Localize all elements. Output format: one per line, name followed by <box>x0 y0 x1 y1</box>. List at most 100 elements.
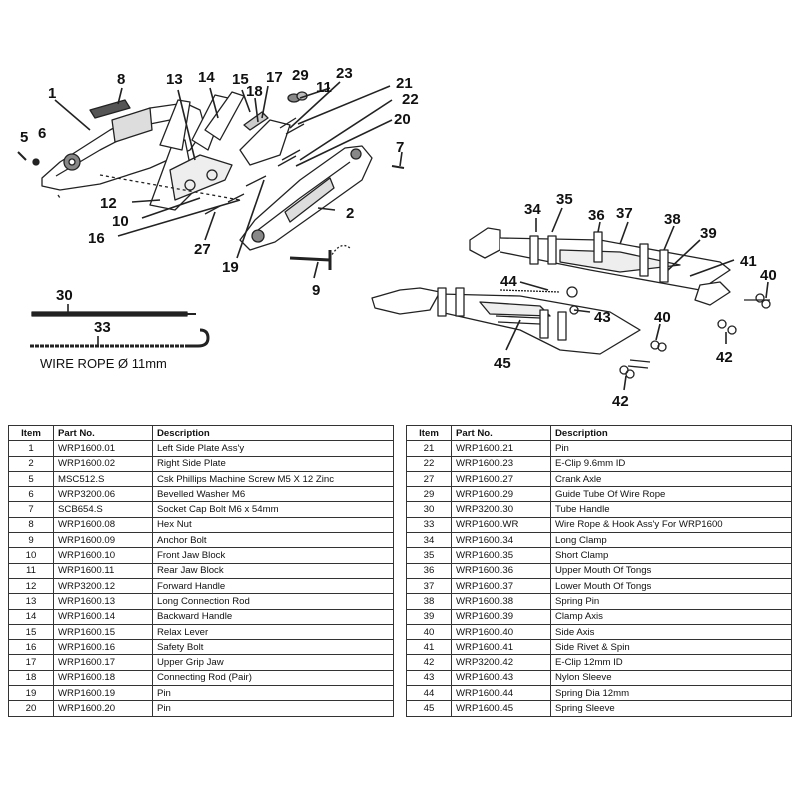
cell-part-no: WRP1600.37 <box>451 577 551 595</box>
cell-item: 11 <box>8 562 54 579</box>
cell-description: Right Side Plate <box>152 455 394 472</box>
screw-bolt-small <box>17 151 40 166</box>
callout-43: 43 <box>594 309 611 326</box>
cell-description: Side Rivet & Spin <box>550 639 792 656</box>
cell-item: 44 <box>406 685 452 702</box>
callout-23: 23 <box>336 65 353 82</box>
cell-item: 9 <box>8 532 54 549</box>
cell-item: 12 <box>8 577 54 595</box>
cell-part-no: WRP1600.02 <box>53 455 153 472</box>
cell-part-no: WRP1600.38 <box>451 593 551 610</box>
cell-part-no: WRP1600.16 <box>53 639 153 656</box>
cell-item: 43 <box>406 669 452 687</box>
callout-12: 12 <box>100 195 117 212</box>
cell-description: Safety Bolt <box>152 639 394 656</box>
cell-part-no: MSC512.S <box>53 470 153 488</box>
header-description: Description <box>550 424 792 442</box>
cell-part-no: WRP3200.30 <box>451 501 551 518</box>
callout-9: 9 <box>312 282 320 299</box>
cell-description: Hex Nut <box>152 516 394 534</box>
callout-5: 5 <box>20 129 28 146</box>
header-description: Description <box>152 424 394 442</box>
callout-41: 41 <box>740 253 757 270</box>
cell-part-no: WRP1600.23 <box>451 455 551 472</box>
callout-45: 45 <box>494 355 511 372</box>
callout-21: 21 <box>396 75 413 92</box>
cell-description: Forward Handle <box>152 577 394 595</box>
cell-item: 39 <box>406 608 452 625</box>
cell-item: 41 <box>406 639 452 656</box>
cell-part-no: WRP1600.10 <box>53 547 153 564</box>
header-item: Item <box>406 424 452 442</box>
cell-part-no: WRP1600.11 <box>53 562 153 579</box>
cell-part-no: WRP1600.27 <box>451 470 551 488</box>
cell-part-no: WRP1600.14 <box>53 608 153 625</box>
table-header-row: Item Part No. Description <box>406 424 792 442</box>
cell-description: Anchor Bolt <box>152 532 394 549</box>
callout-40-lower: 40 <box>654 309 671 326</box>
cell-part-no: WRP1600.39 <box>451 608 551 625</box>
cell-item: 22 <box>406 455 452 472</box>
cell-part-no: WRP1600.40 <box>451 623 551 641</box>
callout-36: 36 <box>588 207 605 224</box>
cell-part-no: WRP1600.41 <box>451 639 551 656</box>
callout-1: 1 <box>48 85 56 102</box>
cell-description: Bevelled Washer M6 <box>152 486 394 503</box>
callout-38: 38 <box>664 211 681 228</box>
callout-14: 14 <box>198 69 215 86</box>
callout-27: 27 <box>194 241 211 258</box>
cell-item: 34 <box>406 532 452 549</box>
cell-description: Left Side Plate Ass'y <box>152 440 394 457</box>
cell-item: 40 <box>406 623 452 641</box>
cell-item: 1 <box>8 440 54 457</box>
cell-description: Side Axis <box>550 623 792 641</box>
callout-7: 7 <box>396 139 404 156</box>
cell-item: 37 <box>406 577 452 595</box>
cell-item: 30 <box>406 501 452 518</box>
callout-34: 34 <box>524 201 541 218</box>
cell-part-no: WRP1600.WR <box>451 516 551 534</box>
callout-44: 44 <box>500 273 517 290</box>
cell-description: Socket Cap Bolt M6 x 54mm <box>152 501 394 518</box>
cell-description: Guide Tube Of Wire Rope <box>550 486 792 503</box>
cell-part-no: WRP3200.06 <box>53 486 153 503</box>
cell-description: E-Clip 12mm ID <box>550 654 792 671</box>
pins-upper <box>204 117 305 215</box>
leader-lines <box>54 81 769 391</box>
cell-description: Relax Lever <box>152 623 394 641</box>
exploded-parts-diagram: 1 2 5 6 7 8 9 10 11 12 13 14 15 16 17 18… <box>17 65 777 410</box>
callout-8: 8 <box>117 71 125 88</box>
cell-item: 16 <box>8 639 54 656</box>
cell-description: Upper Grip Jaw <box>152 654 394 671</box>
cell-item: 6 <box>8 486 54 503</box>
cell-item: 35 <box>406 547 452 564</box>
cell-item: 21 <box>406 440 452 457</box>
cell-description: Connecting Rod (Pair) <box>152 669 394 687</box>
callout-labels: 1 2 5 6 7 8 9 10 11 12 13 14 15 16 17 18… <box>20 65 777 410</box>
cell-part-no: WRP1600.35 <box>451 547 551 564</box>
cell-item: 45 <box>406 700 452 717</box>
cell-part-no: WRP1600.15 <box>53 623 153 641</box>
cell-description: Front Jaw Block <box>152 547 394 564</box>
callout-2: 2 <box>346 205 354 222</box>
cell-item: 27 <box>406 470 452 488</box>
header-part-no: Part No. <box>53 424 153 442</box>
cell-description: Pin <box>152 685 394 702</box>
cell-item: 29 <box>406 486 452 503</box>
cell-part-no: WRP1600.34 <box>451 532 551 549</box>
cell-item: 2 <box>8 455 54 472</box>
cell-part-no: WRP1600.36 <box>451 562 551 579</box>
